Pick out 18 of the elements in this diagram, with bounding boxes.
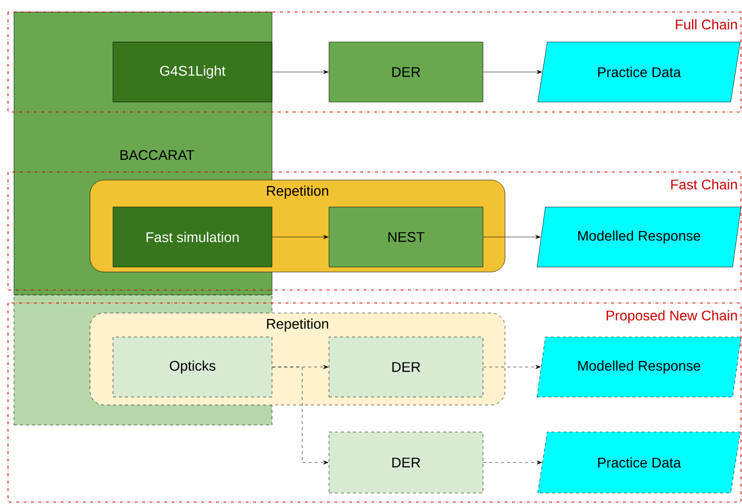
process-box: NEST	[328, 206, 484, 268]
arrow	[483, 460, 542, 464]
process-box: DER	[328, 432, 484, 494]
process-box: DER	[328, 336, 484, 398]
process-box: Fast simulation	[112, 206, 272, 268]
process-box: Opticks	[112, 336, 272, 398]
data-parallelogram: Practice Data	[538, 432, 740, 494]
arrow	[272, 366, 328, 464]
process-box: G4S1Light	[112, 42, 272, 102]
data-parallelogram: Modelled Response	[536, 206, 742, 268]
arrow	[272, 235, 328, 239]
arrow	[483, 365, 541, 369]
arrow	[483, 70, 542, 74]
arrow	[483, 235, 541, 239]
arrow	[272, 70, 328, 74]
data-parallelogram: Practice Data	[538, 42, 740, 102]
data-parallelogram: Modelled Response	[536, 336, 742, 398]
process-box: DER	[328, 42, 484, 102]
